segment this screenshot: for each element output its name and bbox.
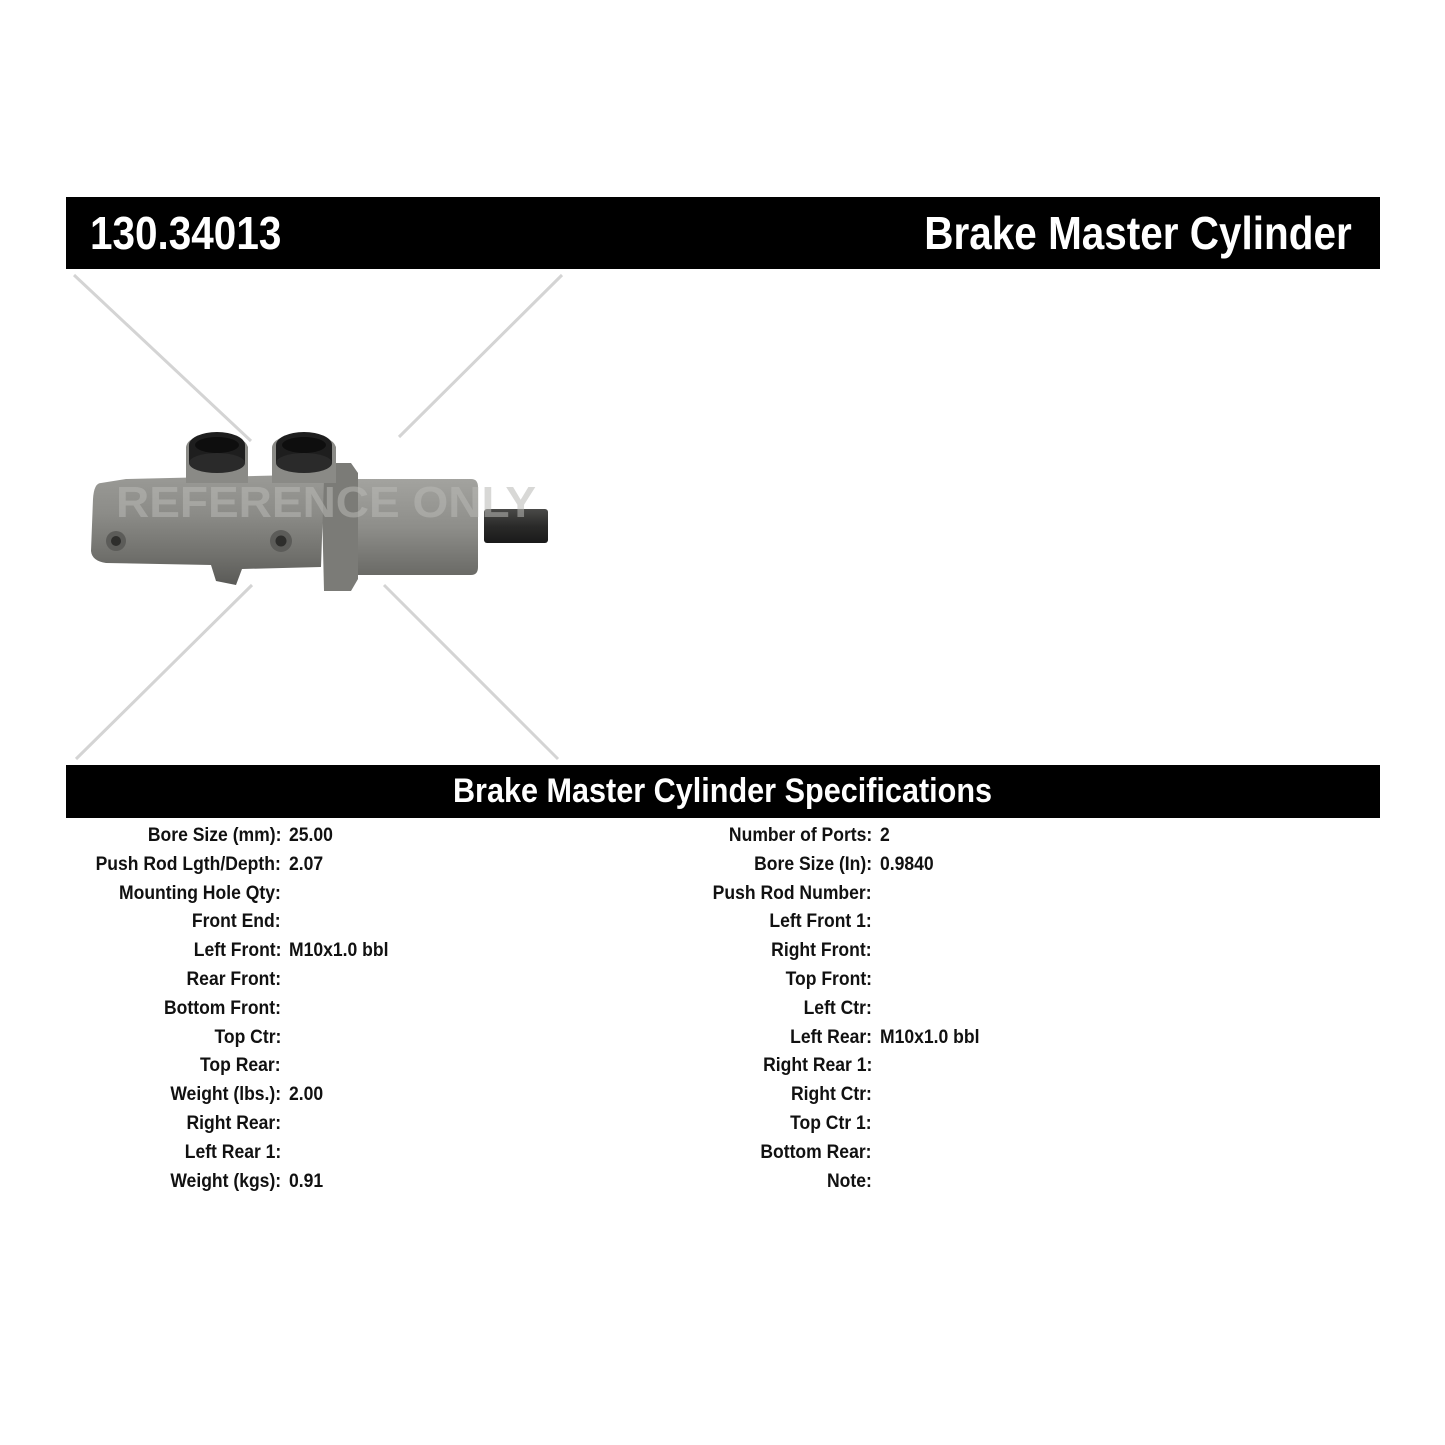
spec-label: Weight (lbs.): [170, 1083, 281, 1106]
spec-label: Bore Size (In): [754, 852, 872, 875]
spec-label: Right Rear: [186, 1111, 281, 1134]
spec-row: Left Front 1: [600, 907, 1200, 936]
spec-row: Top Rear: [0, 1051, 600, 1080]
spec-label: Note: [827, 1169, 872, 1192]
spec-label: Top Front: [785, 967, 872, 990]
spec-row: Left Rear 1: [0, 1138, 600, 1167]
spec-label: Mounting Hole Qty: [119, 881, 281, 904]
spec-value: 2 [880, 824, 890, 846]
spec-label: Rear Front: [186, 967, 281, 990]
spec-label: Bottom Front: [164, 996, 281, 1019]
spec-label: Left Rear 1: [184, 1140, 281, 1163]
title-bar: 130.34013 Brake Master Cylinder [66, 197, 1380, 269]
spec-value: 25.00 [289, 824, 333, 846]
spec-value: 0.91 [289, 1169, 324, 1192]
spec-label: Weight (kgs): [170, 1169, 281, 1192]
spec-label: Right Front: [771, 939, 872, 962]
spec-row: Push Rod Number: [600, 879, 1200, 908]
spec-label: Right Ctr: [791, 1083, 872, 1106]
spec-row: Number of Ports: 2 [600, 821, 1200, 850]
spec-row: Right Rear 1: [600, 1051, 1200, 1080]
part-number: 130.34013 [90, 207, 282, 259]
spec-value: 2.07 [289, 852, 324, 875]
spec-row: Right Front: [600, 936, 1200, 965]
spec-label: Left Front 1: [769, 910, 872, 933]
spec-row: Right Rear: [0, 1109, 600, 1138]
spec-row: Bottom Rear: [600, 1138, 1200, 1167]
spec-row: Bore Size (mm): 25.00 [0, 821, 600, 850]
push-rod [484, 509, 548, 543]
spec-label: Front End: [192, 910, 281, 933]
spec-row: Rear Front: [0, 965, 600, 994]
spec-row: Push Rod Lgth/Depth: 2.07 [0, 850, 600, 879]
spec-label: Left Rear: [790, 1025, 872, 1048]
spec-label: Right Rear 1: [762, 1054, 872, 1077]
spec-row: Right Ctr: [600, 1080, 1200, 1109]
spec-label: Number of Ports: [728, 824, 872, 846]
spec-label: Top Rear: [200, 1054, 281, 1077]
spec-row: Bore Size (In): 0.9840 [600, 850, 1200, 879]
spec-value: 2.00 [289, 1083, 324, 1106]
specifications-header: Brake Master Cylinder Specifications [66, 765, 1380, 818]
spec-label: Left Ctr: [803, 996, 872, 1019]
spec-row: Mounting Hole Qty: [0, 879, 600, 908]
spec-label: Top Ctr 1: [790, 1111, 872, 1134]
spec-value: M10x1.0 bbl [880, 1025, 980, 1048]
spec-value: 0.9840 [880, 852, 934, 875]
guide-lines [72, 273, 564, 761]
watermark-text: REFERENCE ONLY [116, 478, 536, 527]
spec-row: Top Ctr: [0, 1023, 600, 1052]
spec-label: Bore Size (mm): [147, 824, 281, 846]
spec-row: Left Ctr: [600, 994, 1200, 1023]
spec-label: Bottom Rear: [760, 1140, 872, 1163]
spec-label: Left Front: [193, 939, 281, 962]
spec-row: Left Front: M10x1.0 bbl [0, 936, 600, 965]
spec-label: Push Rod Lgth/Depth: [95, 852, 281, 875]
specifications-title: Brake Master Cylinder Specifications [453, 772, 993, 810]
product-name: Brake Master Cylinder [924, 207, 1352, 259]
spec-row: Bottom Front: [0, 994, 600, 1023]
spec-value: M10x1.0 bbl [289, 939, 389, 962]
spec-row: Left Rear: M10x1.0 bbl [600, 1023, 1200, 1052]
spec-label: Push Rod Number: [713, 881, 872, 904]
spec-row: Top Ctr 1: [600, 1109, 1200, 1138]
product-image: REFERENCE ONLY [66, 269, 576, 764]
spec-row: Weight (lbs.): 2.00 [0, 1080, 600, 1109]
spec-row: Top Front: [600, 965, 1200, 994]
spec-label: Top Ctr: [214, 1025, 281, 1048]
spec-row: Front End: [0, 907, 600, 936]
spec-row: Note: [600, 1167, 1200, 1196]
spec-row: Weight (kgs): 0.91 [0, 1167, 600, 1196]
